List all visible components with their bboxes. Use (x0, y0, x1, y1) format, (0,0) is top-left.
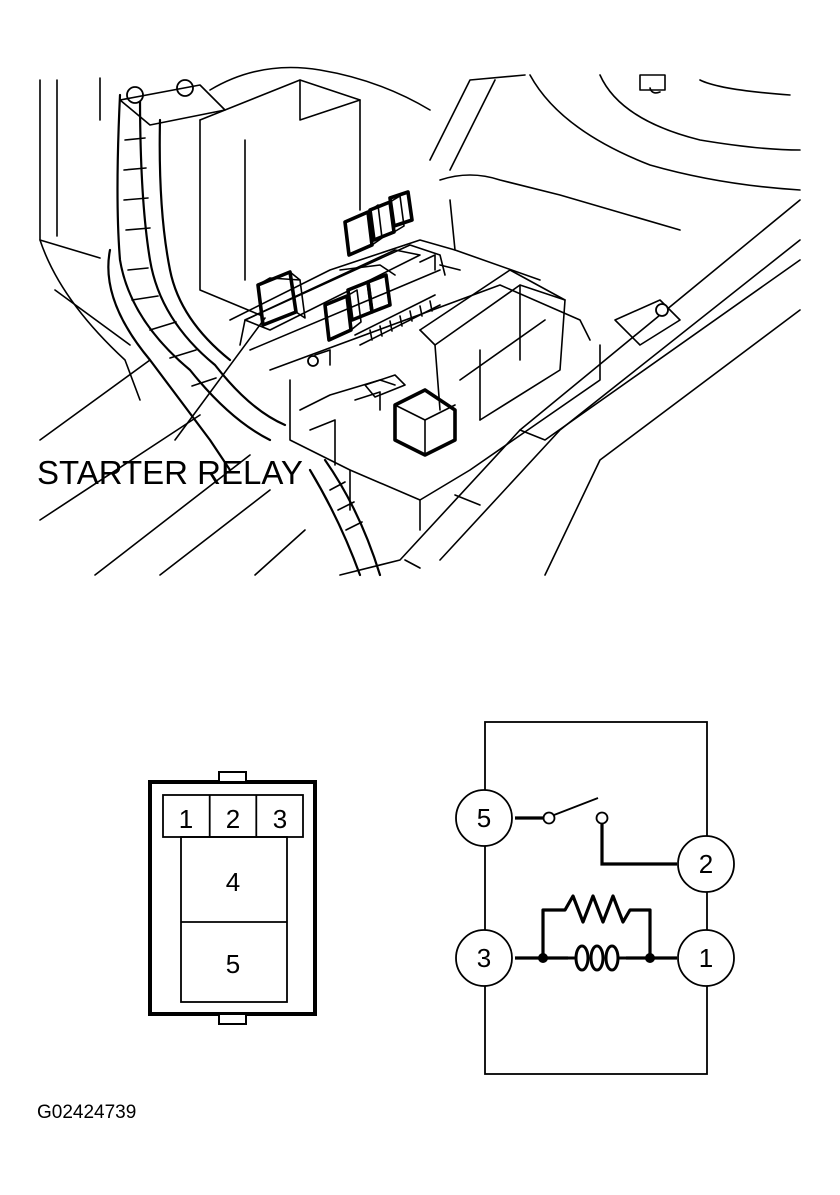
schematic-terminal-2 (677, 835, 735, 893)
schematic-terminal-3-label: 3 (477, 943, 491, 973)
connector-pin-3: 3 (273, 804, 287, 834)
large-relay-housing (419, 269, 566, 421)
starter-relay-callout: STARTER RELAY (37, 454, 303, 491)
figure-code: G02424739 (37, 1102, 136, 1123)
relay-connector-diagram: 1 2 3 4 5 (148, 771, 317, 1025)
switch-blade (553, 797, 599, 816)
callout-leader-line (174, 317, 266, 441)
schematic-terminal-5-label: 5 (477, 803, 491, 833)
connector-pin-1: 1 (179, 804, 193, 834)
schematic-terminal-2-label: 2 (699, 849, 713, 879)
connector-pin-4: 4 (226, 867, 240, 897)
resistor (541, 894, 652, 958)
coil (568, 944, 626, 972)
front-relay (354, 374, 457, 457)
connector-pin-2: 2 (226, 804, 240, 834)
schematic-terminal-5 (455, 789, 513, 847)
switch-contact-moving (595, 811, 609, 825)
switch-contact-fixed (542, 811, 556, 825)
relay-block-upper (343, 190, 414, 257)
relay-schematic: 5 2 3 1 (455, 721, 735, 1075)
switch-lead-2 (600, 824, 677, 866)
relay-block-middle (323, 264, 396, 342)
starter-relay-part (256, 270, 306, 327)
schematic-terminal-1-label: 1 (699, 943, 713, 973)
schematic-terminal-3 (455, 929, 513, 987)
schematic-terminal-1 (677, 929, 735, 987)
connector-pin-5: 5 (226, 949, 240, 979)
engine-bay-illustration (39, 66, 801, 577)
